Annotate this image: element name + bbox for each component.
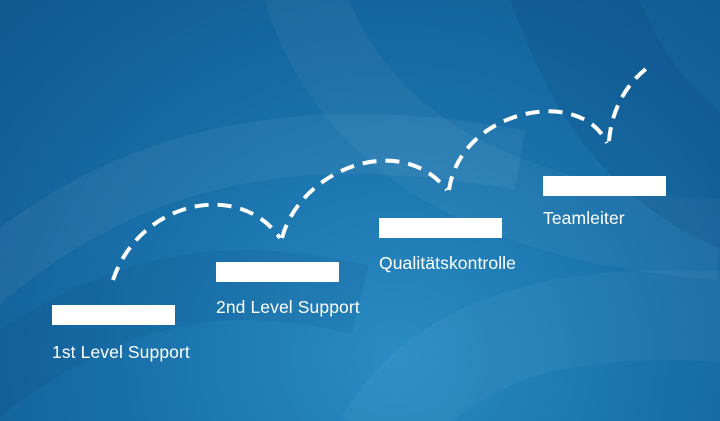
- step-label-4: Teamleiter: [543, 208, 625, 228]
- jump-arrow-1-2: [111, 202, 282, 281]
- jump-arrow-3-4: [447, 109, 609, 191]
- step-label-1: 1st Level Support: [52, 342, 190, 362]
- jump-arrow-2-3: [280, 158, 449, 239]
- jump-arrow-4-top: [607, 64, 652, 142]
- step-bar-3: [379, 218, 502, 238]
- step-label-3: Qualitätskontrolle: [379, 253, 517, 273]
- step-bar-1: [52, 305, 175, 325]
- step-bar-2: [216, 262, 339, 282]
- step-label-2: 2nd Level Support: [216, 297, 360, 317]
- step-bar-4: [543, 176, 666, 196]
